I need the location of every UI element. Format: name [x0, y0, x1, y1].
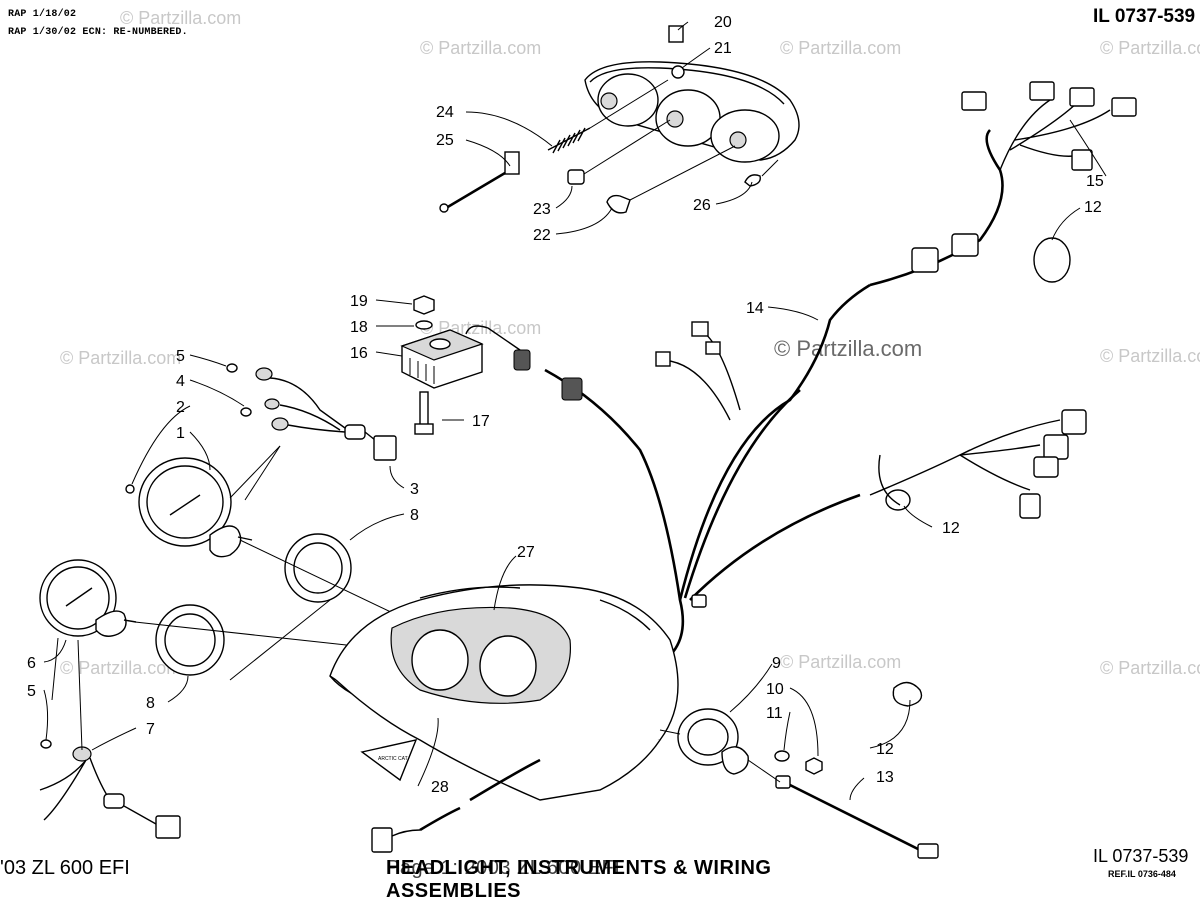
- headlight-assembly: [584, 25, 800, 163]
- watermark: © Partzilla.com: [780, 38, 902, 58]
- speedometer-drive: [659, 708, 939, 859]
- illustration-id-header: IL 0737-539: [1093, 6, 1196, 27]
- callout-9: 9: [772, 655, 781, 672]
- watermark-center: © Partzilla.com: [774, 336, 923, 361]
- callout-20: 20: [714, 14, 732, 31]
- callout-22: 22: [533, 227, 551, 244]
- callout-18: 18: [350, 319, 368, 336]
- callout-21: 21: [714, 40, 732, 57]
- callout-11: 11: [766, 705, 783, 722]
- callout-16: 16: [350, 345, 368, 362]
- callout-10: 10: [766, 681, 784, 698]
- callout-12: 12: [876, 741, 894, 758]
- gauge-wiring-pigtail: [226, 363, 397, 499]
- watermark: © Partzilla.com: [420, 38, 542, 58]
- revision-note-1: RAP 1/18/02: [8, 9, 77, 20]
- leader-lines: [43, 21, 1107, 801]
- trim-rings: [155, 533, 352, 676]
- callout-15: 15: [1086, 173, 1104, 190]
- callout-26: 26: [693, 197, 711, 214]
- tachometer-gauge: [125, 457, 253, 558]
- callout-27: 27: [517, 544, 535, 561]
- callout-8: 8: [146, 695, 155, 712]
- watermark: © Partzilla.com: [60, 348, 182, 368]
- adjuster-spring-screw: [439, 79, 669, 213]
- cable-ties: [885, 237, 1071, 707]
- callout-28: 28: [431, 779, 449, 796]
- model-label: '03 ZL 600 EFI: [0, 857, 130, 879]
- reference-illustration-id: REF.IL 0736-484: [1108, 869, 1176, 879]
- callout-4: 4: [176, 373, 185, 390]
- grommet-part-21: [671, 65, 685, 79]
- main-wiring-harness: [544, 81, 1137, 662]
- callout-1: 1: [176, 425, 185, 442]
- watermark: © Partzilla.com: [1100, 38, 1200, 58]
- callout-24: 24: [436, 104, 454, 121]
- callout-14: 14: [746, 300, 764, 317]
- callout-5: 5: [27, 683, 36, 700]
- page-title-overlay: Page 1: 2003 ZL 600 EFI: [386, 857, 621, 879]
- callout-numbers: 20 21 24 25 23 22 26 15 12 14 19 18 16 1…: [27, 14, 1104, 796]
- watermark: © Partzilla.com: [1100, 658, 1200, 678]
- clip-part-20: [668, 25, 684, 43]
- callout-17: 17: [472, 413, 490, 430]
- speedometer-gauge: [39, 559, 181, 839]
- callout-25: 25: [436, 132, 454, 149]
- watermark: © Partzilla.com: [780, 652, 902, 672]
- illustration-id-footer: IL 0737-539: [1093, 846, 1189, 866]
- callout-6: 6: [27, 655, 36, 672]
- callout-23: 23: [533, 201, 551, 218]
- revision-note-2: RAP 1/30/02 ECN: RE-NUMBERED.: [8, 27, 188, 38]
- callout-19: 19: [350, 293, 368, 310]
- diagram-title: HEADLIGHT, INSTRUMENTS & WIRING ASSEMBLI…: [386, 857, 826, 903]
- warning-decal: ARCTIC CAT: [360, 739, 418, 782]
- callout-5: 5: [176, 348, 185, 365]
- watermark: © Partzilla.com: [120, 8, 242, 28]
- callout-3: 3: [410, 481, 419, 498]
- watermark: © Partzilla.com: [60, 658, 182, 678]
- callout-13: 13: [876, 769, 894, 786]
- watermark: © Partzilla.com: [1100, 346, 1200, 366]
- instrument-panel-hood: [329, 584, 679, 801]
- callout-8: 8: [410, 507, 419, 524]
- callout-7: 7: [146, 721, 155, 738]
- lower-harness: [371, 758, 541, 853]
- decal-text: ARCTIC CAT: [378, 756, 408, 762]
- callout-12: 12: [1084, 199, 1102, 216]
- callout-2: 2: [176, 399, 185, 416]
- headlight-bulbs: [567, 119, 779, 214]
- callout-12: 12: [942, 520, 960, 537]
- voltage-regulator: [400, 295, 531, 435]
